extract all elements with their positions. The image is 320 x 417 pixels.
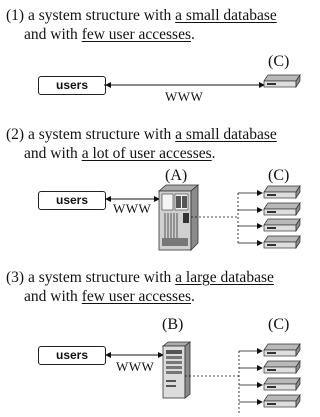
- case3-server-icon-3: [263, 377, 301, 391]
- case3-caption-line1: (3) a system structure with a large data…: [6, 269, 274, 286]
- case2-db-links: [191, 190, 263, 246]
- case2-caption-line1: (2) a system structure with a small data…: [6, 126, 277, 143]
- case1-caption-line1: (1) a system structure with a small data…: [6, 7, 277, 24]
- case3-db-server-icon: [161, 341, 192, 399]
- case3-www-label: WWW: [116, 359, 155, 374]
- case3-users-box: users: [38, 346, 106, 365]
- case1-caption-line2: and with few user accesses.: [24, 26, 195, 43]
- case1-condition-access: few user accesses: [81, 26, 191, 43]
- case3-server-label: (C): [268, 316, 290, 333]
- case2-condition-access: a lot of user accesses: [81, 145, 212, 162]
- case1-www-label: WWW: [165, 89, 204, 104]
- case2-server-icon-3: [263, 218, 301, 232]
- case1-server-icon: [263, 74, 301, 88]
- case2-caption: (2) a system structure with a small data…: [6, 125, 277, 163]
- case3-middle-label: (B): [162, 316, 184, 333]
- case2-users-box: users: [38, 191, 106, 210]
- case3-server-icon-4: [263, 394, 301, 408]
- case2-middle-label: (A): [165, 167, 188, 184]
- case3-server-icon-2: [263, 360, 301, 374]
- case3-server-icon-1: [263, 343, 301, 357]
- case1-condition-db: a small database: [175, 7, 277, 24]
- case1-server-label: (C): [268, 53, 290, 70]
- case3-condition-access: few user accesses: [81, 288, 191, 305]
- case3-caption-line2: and with few user accesses.: [24, 288, 195, 305]
- case2-server-icon-2: [263, 202, 301, 216]
- case1-users-box: users: [38, 76, 106, 95]
- case2-www-label: WWW: [113, 201, 152, 216]
- case2-condition-db: a small database: [175, 126, 277, 143]
- case1-caption: (1) a system structure with a small data…: [6, 6, 277, 44]
- case2-server-label: (C): [268, 167, 290, 184]
- case2-server-icon-1: [263, 185, 301, 199]
- case2-caption-line2: and with a lot of user accesses.: [24, 145, 216, 162]
- case3-caption: (3) a system structure with a large data…: [6, 268, 274, 306]
- case2-app-server-icon: [157, 184, 200, 251]
- case3-db-links: [185, 348, 263, 414]
- case2-server-icon-4: [263, 235, 301, 249]
- case3-condition-db: a large database: [175, 269, 274, 286]
